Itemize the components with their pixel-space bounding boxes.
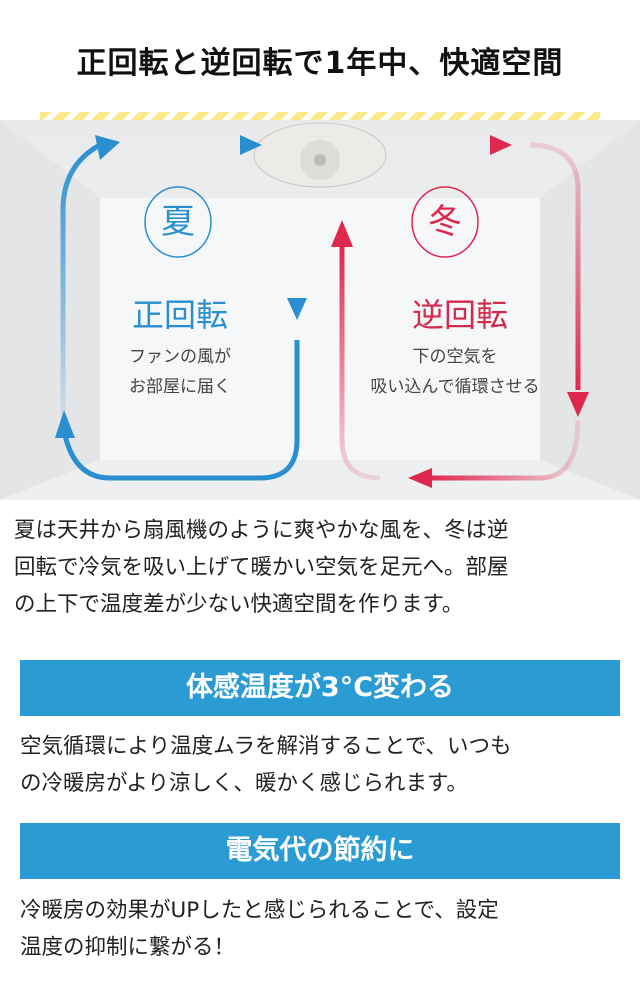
intro-paragraph: 夏は天井から扇風機のように爽やかな風を、冬は逆 回転で冷気を吸い上げて暖かい空気… [14,512,630,623]
room-illustration [0,120,640,500]
intro-line: 回転で冷気を吸い上げて暖かい空気を足元へ。部屋 [14,555,509,580]
section-line: 冷暖房の効果がUPしたと感じられることで、設定 [20,898,499,923]
section-line: の冷暖房がより涼しく、暖かく感じられます。 [20,771,468,796]
intro-line: 夏は天井から扇風機のように爽やかな風を、冬は逆 [14,518,509,543]
winter-mode-label: 逆回転 [411,296,508,334]
winter-airflow-arrows [331,135,589,488]
winter-desc-line: 吸い込んで循環させる [370,377,540,397]
headline-area: 正回転と逆回転で1年中、快適空間 [0,38,640,128]
winter-circle [411,186,479,258]
ceiling-fan [253,122,387,188]
summer-circle [144,186,212,258]
summer-season-label: 夏 [161,202,195,242]
intro-line: の上下で温度差が少ない快適空間を作ります。 [14,592,464,617]
section-line: 空気循環により温度ムラを解消することで、いつも [20,734,512,759]
section-heading-temperature: 体感温度が3°C変わる [20,660,620,716]
summer-airflow-arrows [55,135,307,481]
airflow-diagram: 夏 冬 正回転 逆回転 ファンの風が お部屋に届く 下の空気を 吸い込んで循環さ… [0,120,640,500]
winter-season-label: 冬 [428,202,462,242]
section-text-savings: 冷暖房の効果がUPしたと感じられることで、設定 温度の抑制に繋がる！ [20,892,636,966]
summer-desc-line: お部屋に届く [129,377,231,397]
summer-desc-line: ファンの風が [129,347,231,367]
headline: 正回転と逆回転で1年中、快適空間 [76,46,564,81]
section-text-temperature: 空気循環により温度ムラを解消することで、いつも の冷暖房がより涼しく、暖かく感じ… [20,728,636,802]
summer-description: ファンの風が お部屋に届く [90,342,270,402]
winter-description: 下の空気を 吸い込んで循環させる [350,342,560,402]
section-heading-savings: 電気代の節約に [20,823,620,879]
summer-mode-label: 正回転 [131,296,228,334]
section-line: 温度の抑制に繋がる！ [20,935,236,960]
winter-desc-line: 下の空気を [412,347,498,367]
